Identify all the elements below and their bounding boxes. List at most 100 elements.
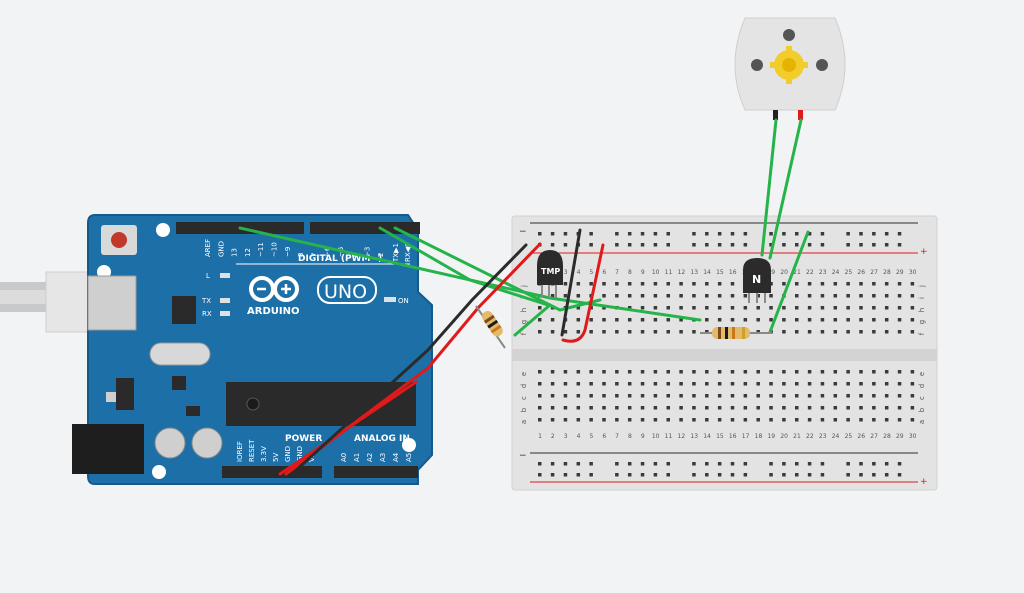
breadboard-hole[interactable] <box>807 330 812 334</box>
breadboard-hole[interactable] <box>563 382 568 386</box>
breadboard-hole[interactable] <box>589 330 593 334</box>
breadboard-hole[interactable] <box>846 394 850 398</box>
rail-hole[interactable] <box>615 232 619 236</box>
rail-hole[interactable] <box>859 232 863 236</box>
breadboard-hole[interactable] <box>910 294 915 298</box>
breadboard-hole[interactable] <box>576 282 581 286</box>
breadboard-hole[interactable] <box>550 382 555 386</box>
breadboard-hole[interactable] <box>782 282 786 286</box>
rail-hole[interactable] <box>769 473 773 477</box>
breadboard-hole[interactable] <box>743 318 748 322</box>
breadboard-hole[interactable] <box>795 418 799 422</box>
wires[interactable] <box>238 118 810 476</box>
breadboard-hole[interactable] <box>730 318 735 322</box>
rail-hole[interactable] <box>717 473 722 477</box>
rail-hole[interactable] <box>692 462 696 466</box>
breadboard-hole[interactable] <box>666 370 671 374</box>
breadboard-hole[interactable] <box>705 382 709 386</box>
breadboard-hole[interactable] <box>910 318 915 322</box>
wire-pin3[interactable] <box>378 226 550 307</box>
rail-hole[interactable] <box>730 232 735 236</box>
wire-analog[interactable] <box>393 226 602 312</box>
breadboard-hole[interactable] <box>576 406 581 410</box>
breadboard-hole[interactable] <box>769 318 773 322</box>
rail-hole[interactable] <box>615 462 619 466</box>
breadboard-hole[interactable] <box>807 306 812 310</box>
breadboard-hole[interactable] <box>884 370 889 374</box>
breadboard-hole[interactable] <box>627 330 632 334</box>
breadboard-hole[interactable] <box>576 306 581 310</box>
rail-hole[interactable] <box>666 473 671 477</box>
rail-hole[interactable] <box>872 462 876 466</box>
breadboard-hole[interactable] <box>717 282 722 286</box>
breadboard-hole[interactable] <box>859 318 863 322</box>
breadboard-hole[interactable] <box>795 382 799 386</box>
breadboard-hole[interactable] <box>884 406 889 410</box>
breadboard-hole[interactable] <box>820 406 825 410</box>
breadboard-hole[interactable] <box>897 306 902 310</box>
breadboard-hole[interactable] <box>717 318 722 322</box>
breadboard-hole[interactable] <box>897 418 902 422</box>
breadboard-hole[interactable] <box>730 406 735 410</box>
rail-hole[interactable] <box>872 243 876 247</box>
breadboard-hole[interactable] <box>820 370 825 374</box>
breadboard-hole[interactable] <box>795 394 799 398</box>
rail-hole[interactable] <box>897 243 902 247</box>
breadboard-hole[interactable] <box>884 382 889 386</box>
rail-hole[interactable] <box>872 232 876 236</box>
rail-hole[interactable] <box>884 473 889 477</box>
breadboard-hole[interactable] <box>897 394 902 398</box>
wire-resistor-link[interactable] <box>513 303 552 337</box>
breadboard-hole[interactable] <box>846 382 850 386</box>
breadboard-hole[interactable] <box>640 282 645 286</box>
breadboard-hole[interactable] <box>679 306 683 310</box>
breadboard-hole[interactable] <box>705 330 709 334</box>
breadboard-hole[interactable] <box>576 418 581 422</box>
breadboard-hole[interactable] <box>615 418 619 422</box>
breadboard-hole[interactable] <box>769 394 773 398</box>
rail-hole[interactable] <box>884 232 889 236</box>
breadboard-hole[interactable] <box>717 370 722 374</box>
breadboard-hole[interactable] <box>653 330 658 334</box>
breadboard-hole[interactable] <box>576 370 581 374</box>
rail-hole[interactable] <box>550 462 555 466</box>
rail-hole[interactable] <box>782 473 786 477</box>
breadboard-hole[interactable] <box>782 418 786 422</box>
breadboard-hole[interactable] <box>859 330 863 334</box>
breadboard-hole[interactable] <box>846 330 850 334</box>
rail-hole[interactable] <box>627 473 632 477</box>
breadboard-hole[interactable] <box>846 306 850 310</box>
breadboard-hole[interactable] <box>807 394 812 398</box>
rail-hole[interactable] <box>820 462 825 466</box>
breadboard-hole[interactable] <box>846 318 850 322</box>
breadboard-hole[interactable] <box>705 306 709 310</box>
breadboard-hole[interactable] <box>782 330 786 334</box>
rail-hole[interactable] <box>846 232 850 236</box>
rail-hole[interactable] <box>705 232 709 236</box>
breadboard-hole[interactable] <box>872 382 876 386</box>
breadboard-hole[interactable] <box>820 418 825 422</box>
breadboard-hole[interactable] <box>756 418 760 422</box>
breadboard-hole[interactable] <box>846 294 850 298</box>
breadboard-hole[interactable] <box>627 370 632 374</box>
rail-hole[interactable] <box>717 232 722 236</box>
breadboard-hole[interactable] <box>833 382 838 386</box>
breadboard-hole[interactable] <box>538 318 542 322</box>
npn-transistor[interactable]: N <box>743 258 771 303</box>
breadboard-hole[interactable] <box>679 382 683 386</box>
rail-hole[interactable] <box>820 473 825 477</box>
rail-hole[interactable] <box>859 243 863 247</box>
breadboard-hole[interactable] <box>640 318 645 322</box>
breadboard-hole[interactable] <box>756 306 760 310</box>
breadboard-hole[interactable] <box>756 330 760 334</box>
rail-hole[interactable] <box>743 232 748 236</box>
breadboard-hole[interactable] <box>897 294 902 298</box>
breadboard-hole[interactable] <box>807 418 812 422</box>
analog-header[interactable] <box>334 466 418 478</box>
breadboard-hole[interactable] <box>550 330 555 334</box>
rail-hole[interactable] <box>563 232 568 236</box>
rail-hole[interactable] <box>795 243 799 247</box>
rail-hole[interactable] <box>666 232 671 236</box>
breadboard-hole[interactable] <box>897 318 902 322</box>
